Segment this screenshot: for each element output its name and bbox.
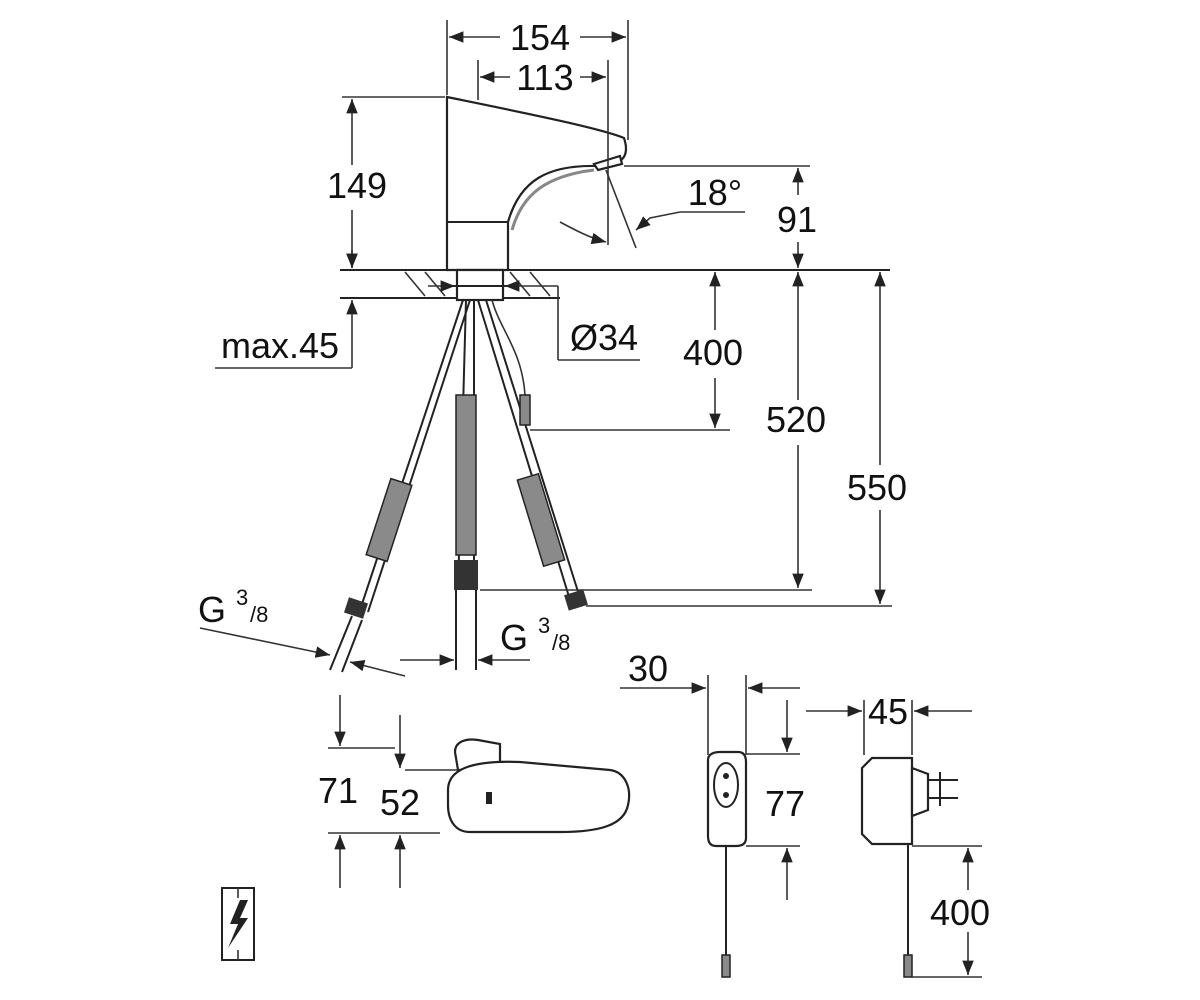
dim-18-degree: 18° <box>559 169 745 249</box>
dim-520: 520 <box>480 272 826 591</box>
hose-right <box>477 299 588 611</box>
thread-left: G 3 /8 <box>198 585 406 677</box>
faucet-body <box>445 95 628 272</box>
sensor-module <box>706 750 748 978</box>
dim-400-adapter: 400 <box>912 845 990 978</box>
label-550: 550 <box>847 467 907 508</box>
label-thread-right-sup: 3 <box>538 613 550 638</box>
control-box <box>446 738 631 834</box>
label-149: 149 <box>327 165 387 206</box>
label-71: 71 <box>318 770 358 811</box>
label-520: 520 <box>766 399 826 440</box>
countertop <box>340 268 890 302</box>
label-thread-left: G <box>198 589 226 630</box>
electric-warning-icon <box>221 887 255 961</box>
label-18-degree: 18° <box>688 172 742 213</box>
label-diameter-34: Ø34 <box>570 317 638 358</box>
dim-154: 154 <box>446 17 629 140</box>
label-30: 30 <box>628 648 668 689</box>
dim-71: 71 <box>318 695 440 888</box>
label-thread-left-sup: 3 <box>236 585 248 610</box>
power-adapter <box>860 756 958 978</box>
label-thread-right-sub: /8 <box>552 630 570 655</box>
thread-right: G 3 /8 <box>400 613 570 666</box>
dim-400-cable: 400 <box>530 272 743 431</box>
dim-149: 149 <box>327 96 445 268</box>
sensor-cable <box>491 299 531 426</box>
label-45-adapter: 45 <box>868 691 908 732</box>
label-thread-right: G <box>500 617 528 658</box>
label-154: 154 <box>510 17 570 58</box>
dim-max-45: max.45 <box>215 250 358 369</box>
label-400-cable: 400 <box>683 332 743 373</box>
label-91: 91 <box>777 199 817 240</box>
label-77: 77 <box>765 783 805 824</box>
dim-113: 113 <box>477 57 609 245</box>
dim-45-adapter: 45 <box>806 691 972 755</box>
label-113: 113 <box>516 57 573 98</box>
dim-diameter-34: Ø34 <box>428 280 640 361</box>
dim-52: 52 <box>380 715 458 888</box>
dim-77: 77 <box>746 700 805 900</box>
dim-30: 30 <box>620 648 800 755</box>
dim-550: 550 <box>586 272 907 607</box>
hose-center <box>454 299 478 670</box>
hose-left <box>329 299 471 673</box>
dim-91: 91 <box>624 165 817 268</box>
label-52: 52 <box>380 782 420 823</box>
label-400-adapter: 400 <box>930 892 990 933</box>
label-max-45: max.45 <box>221 325 339 366</box>
label-thread-left-sub: /8 <box>250 602 268 627</box>
